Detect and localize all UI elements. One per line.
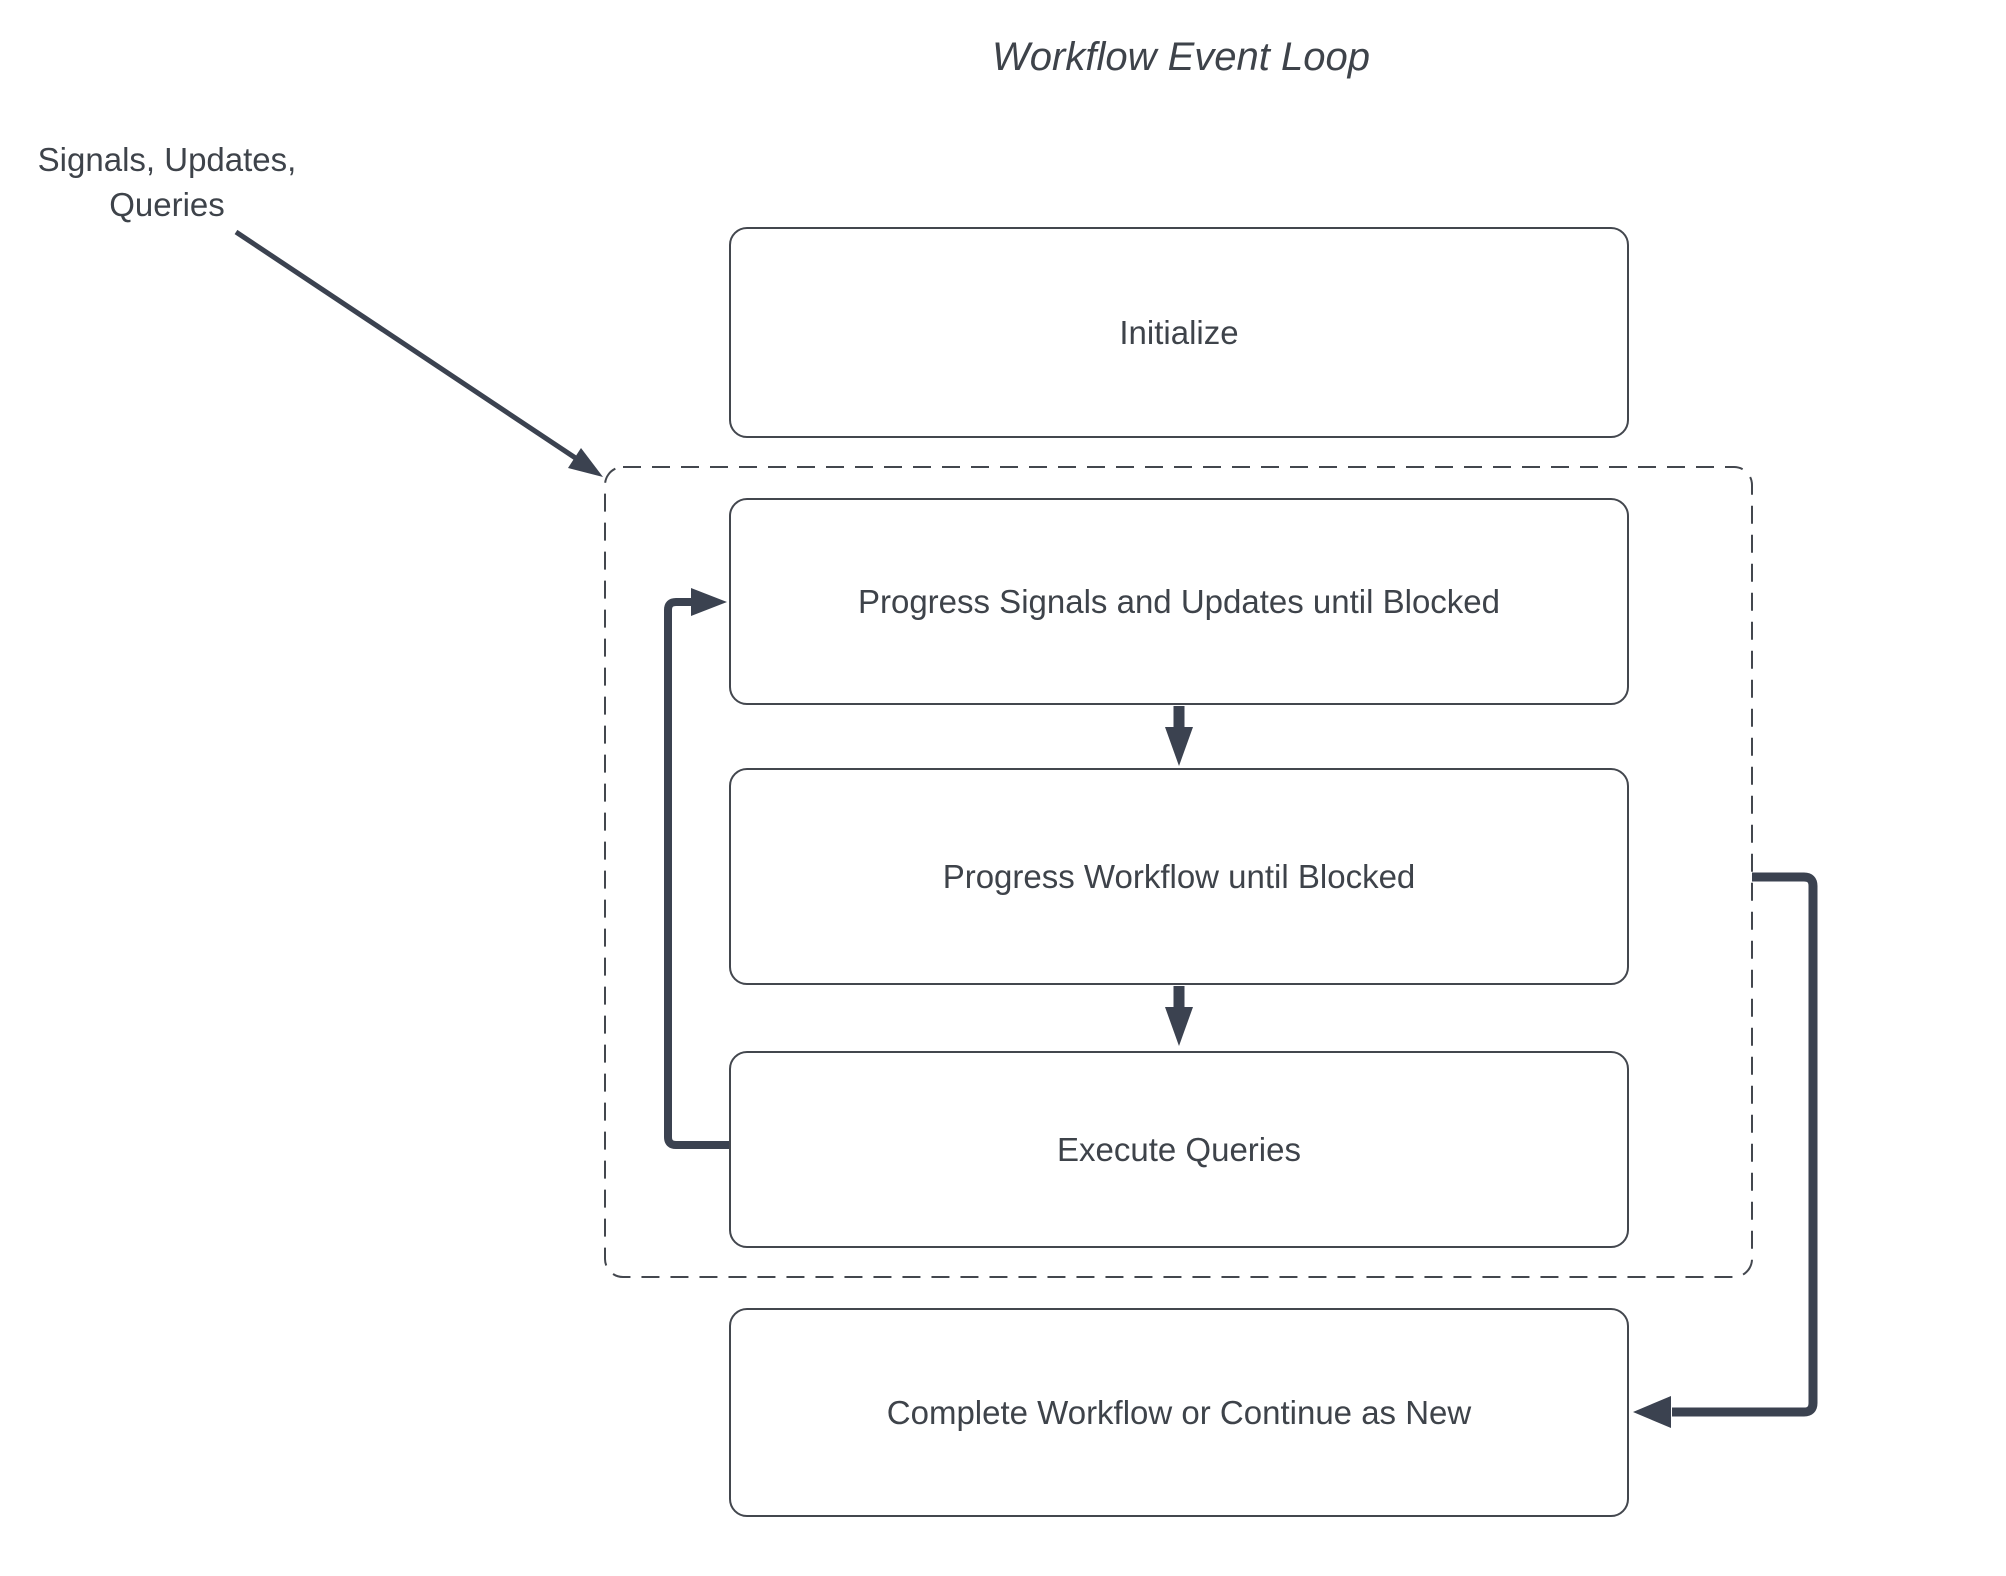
arrowhead-left-icon [1633, 1396, 1671, 1428]
loopback-arrow-execute-queries-to-progress-signals [664, 588, 729, 1149]
node-progress-signals: Progress Signals and Updates until Block… [729, 498, 1629, 705]
node-initialize: Initialize [729, 227, 1629, 438]
signals-annotation-arrowhead-icon [568, 448, 603, 477]
diagram-title: Workflow Event Loop [992, 35, 1370, 79]
node-progress-workflow: Progress Workflow until Blocked [729, 768, 1629, 985]
signals-updates-queries-label: Signals, Updates, Queries [37, 141, 297, 223]
node-initialize-label: Initialize [1119, 313, 1239, 351]
node-progress-signals-label: Progress Signals and Updates until Block… [857, 582, 1501, 620]
node-execute-queries: Execute Queries [729, 1051, 1629, 1248]
signals-annotation-arrow-shaft [234, 229, 579, 462]
arrow-progress-workflow-to-execute-queries [1165, 986, 1193, 1046]
continue-arrow-shaft [1672, 872, 1818, 1417]
node-execute-queries-label: Execute Queries [1057, 1130, 1301, 1168]
node-complete-label: Complete Workflow or Continue as New [886, 1393, 1472, 1431]
continue-arrow-loop-to-complete [1633, 872, 1818, 1428]
signals-annotation-arrow [234, 229, 603, 477]
arrowhead-down-icon [1165, 1007, 1193, 1046]
node-complete: Complete Workflow or Continue as New [729, 1308, 1629, 1517]
arrowhead-down-icon [1165, 727, 1193, 766]
node-progress-workflow-label: Progress Workflow until Blocked [942, 857, 1416, 895]
arrowhead-right-icon [691, 588, 727, 616]
arrow-progress-signals-to-progress-workflow [1165, 706, 1193, 766]
loopback-arrow-shaft [664, 598, 729, 1149]
